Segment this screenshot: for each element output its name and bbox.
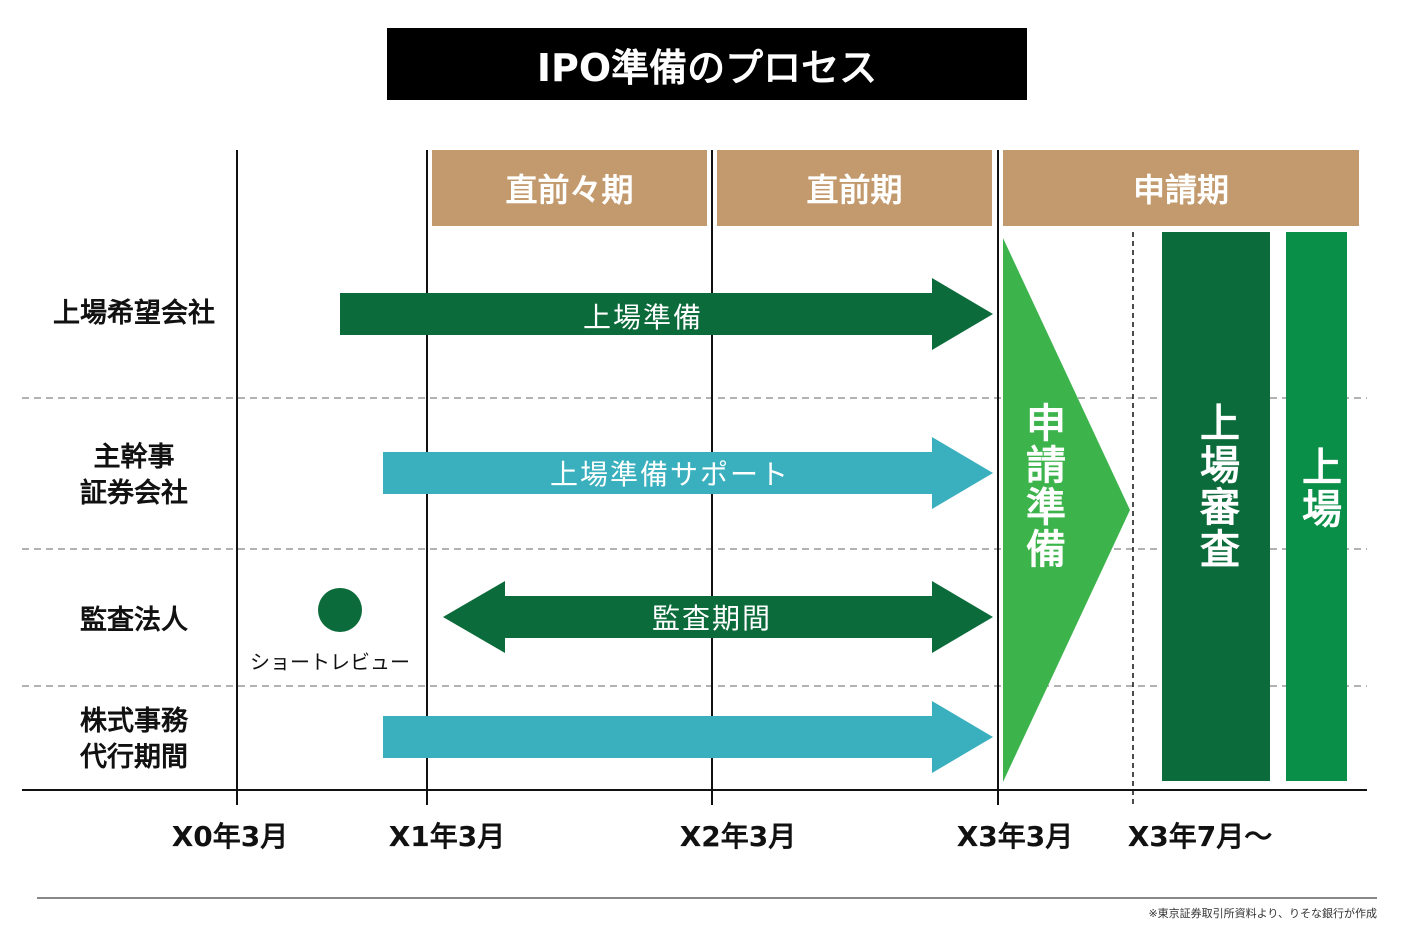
- listing-prep-arrow: [340, 278, 993, 350]
- x-label-x0: X0年3月: [171, 820, 289, 853]
- phase-year-before: 直前期: [717, 150, 992, 226]
- x-label-x1: X1年3月: [388, 820, 506, 853]
- listing-review-label: 上場審査: [1193, 402, 1239, 570]
- x-label-x2: X2年3月: [679, 820, 797, 853]
- listing-review-block: [1162, 232, 1270, 781]
- row-label-company: 上場希望会社: [53, 298, 215, 329]
- audit-period-label: 監査期間: [651, 602, 773, 635]
- row-label-auditor: 監査法人: [80, 605, 188, 636]
- listing-label: 上場: [1295, 446, 1341, 530]
- short-review-label: ショートレビュー: [250, 650, 410, 674]
- row-label-underwriter: 主幹事 証券会社: [80, 442, 188, 509]
- listing-support-arrow: [383, 437, 993, 509]
- row-label-transfer-agent: 株式事務 代行期間: [80, 706, 188, 773]
- listing-support-label: 上場準備サポート: [549, 458, 791, 491]
- phase-application: 申請期: [1003, 150, 1359, 226]
- diagram-title: IPO準備のプロセス: [387, 28, 1027, 100]
- x-label-x3: X3年3月: [956, 820, 1074, 853]
- audit-period-arrow: [443, 581, 993, 653]
- x-label-x3-july: X3年7月〜: [1127, 820, 1273, 853]
- listing-block: [1286, 232, 1347, 781]
- application-prep-label: 申請準備: [1019, 402, 1065, 570]
- source-footnote: ※東京証券取引所資料より、りそな銀行が作成: [1148, 907, 1377, 920]
- phase-two-years-before: 直前々期: [432, 150, 707, 226]
- listing-prep-label: 上場準備: [582, 301, 704, 334]
- short-review-marker: [318, 588, 362, 632]
- transfer-agent-arrow: [383, 701, 993, 773]
- application-prep-triangle: [1003, 238, 1130, 782]
